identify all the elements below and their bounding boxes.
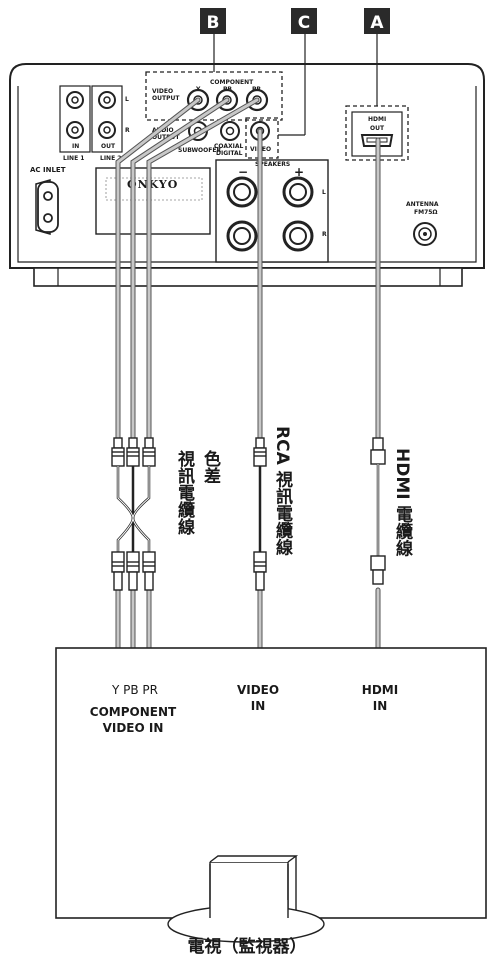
callout-b-box <box>145 71 283 121</box>
ac-inlet-label: AC INLET <box>30 166 66 174</box>
subwoofer-label: SUBWOOFER <box>178 147 221 154</box>
hdmi-cable-label: HDMI 電纜線 <box>392 448 413 557</box>
badge-c <box>291 8 317 34</box>
antenna-sub-label: FM75Ω <box>414 209 438 216</box>
badge-b-label: B <box>207 13 220 33</box>
hdmi-out-label: OUT <box>370 125 385 132</box>
line-l-label: L <box>125 96 129 103</box>
line1-label: LINE 1 <box>63 155 84 162</box>
tv-screen <box>55 647 487 919</box>
speakers-plus: + <box>294 165 304 179</box>
video-output-label: VIDEO OUTPUT <box>152 88 180 102</box>
badge-a <box>364 8 390 34</box>
speaker-terminals: SPEAKERS − + L R <box>215 159 329 263</box>
rca-cable-label: RCA 視訊電纜線 <box>272 426 294 557</box>
component-cable-icon <box>111 437 156 591</box>
line2-label: LINE 2 <box>100 155 121 162</box>
device-base <box>33 267 463 287</box>
brand-logo: ONKYO <box>127 178 178 191</box>
speakers-l: L <box>322 189 326 196</box>
hdmi-label: HDMI <box>368 116 386 123</box>
badge-b <box>200 8 226 34</box>
ac-inlet <box>35 179 59 235</box>
badge-a-label: A <box>370 13 384 33</box>
line1-frame <box>59 85 91 153</box>
line-in-label: IN <box>72 143 79 150</box>
callouts: B C A <box>145 8 409 161</box>
component-label: COMPONENT <box>210 79 254 86</box>
component-cable-label-1: 色差 <box>200 449 221 484</box>
tv-ypbpr-label: Y PB PR <box>111 683 158 697</box>
speakers-minus: − <box>238 165 248 179</box>
line-out-label: OUT <box>101 143 116 150</box>
badge-c-label: C <box>298 13 310 33</box>
rca-cable-icon <box>253 437 267 591</box>
device-rear-panel: L R IN OUT LINE 1 LINE 2 AC INLET ONKYO … <box>9 63 485 287</box>
component-cable-label-2: 視訊電纜線 <box>174 449 196 536</box>
line2-frame <box>91 85 123 153</box>
tv-title: 電視（監視器） <box>188 936 307 957</box>
antenna-label: ANTENNA <box>406 201 439 208</box>
hdmi-cable-icon <box>370 437 386 585</box>
line-jacks <box>66 91 116 139</box>
line-r-label: R <box>125 127 130 134</box>
speakers-label: SPEAKERS <box>255 161 290 168</box>
antenna-block: ANTENNA FM75Ω <box>406 201 439 246</box>
speakers-r: R <box>322 231 327 238</box>
